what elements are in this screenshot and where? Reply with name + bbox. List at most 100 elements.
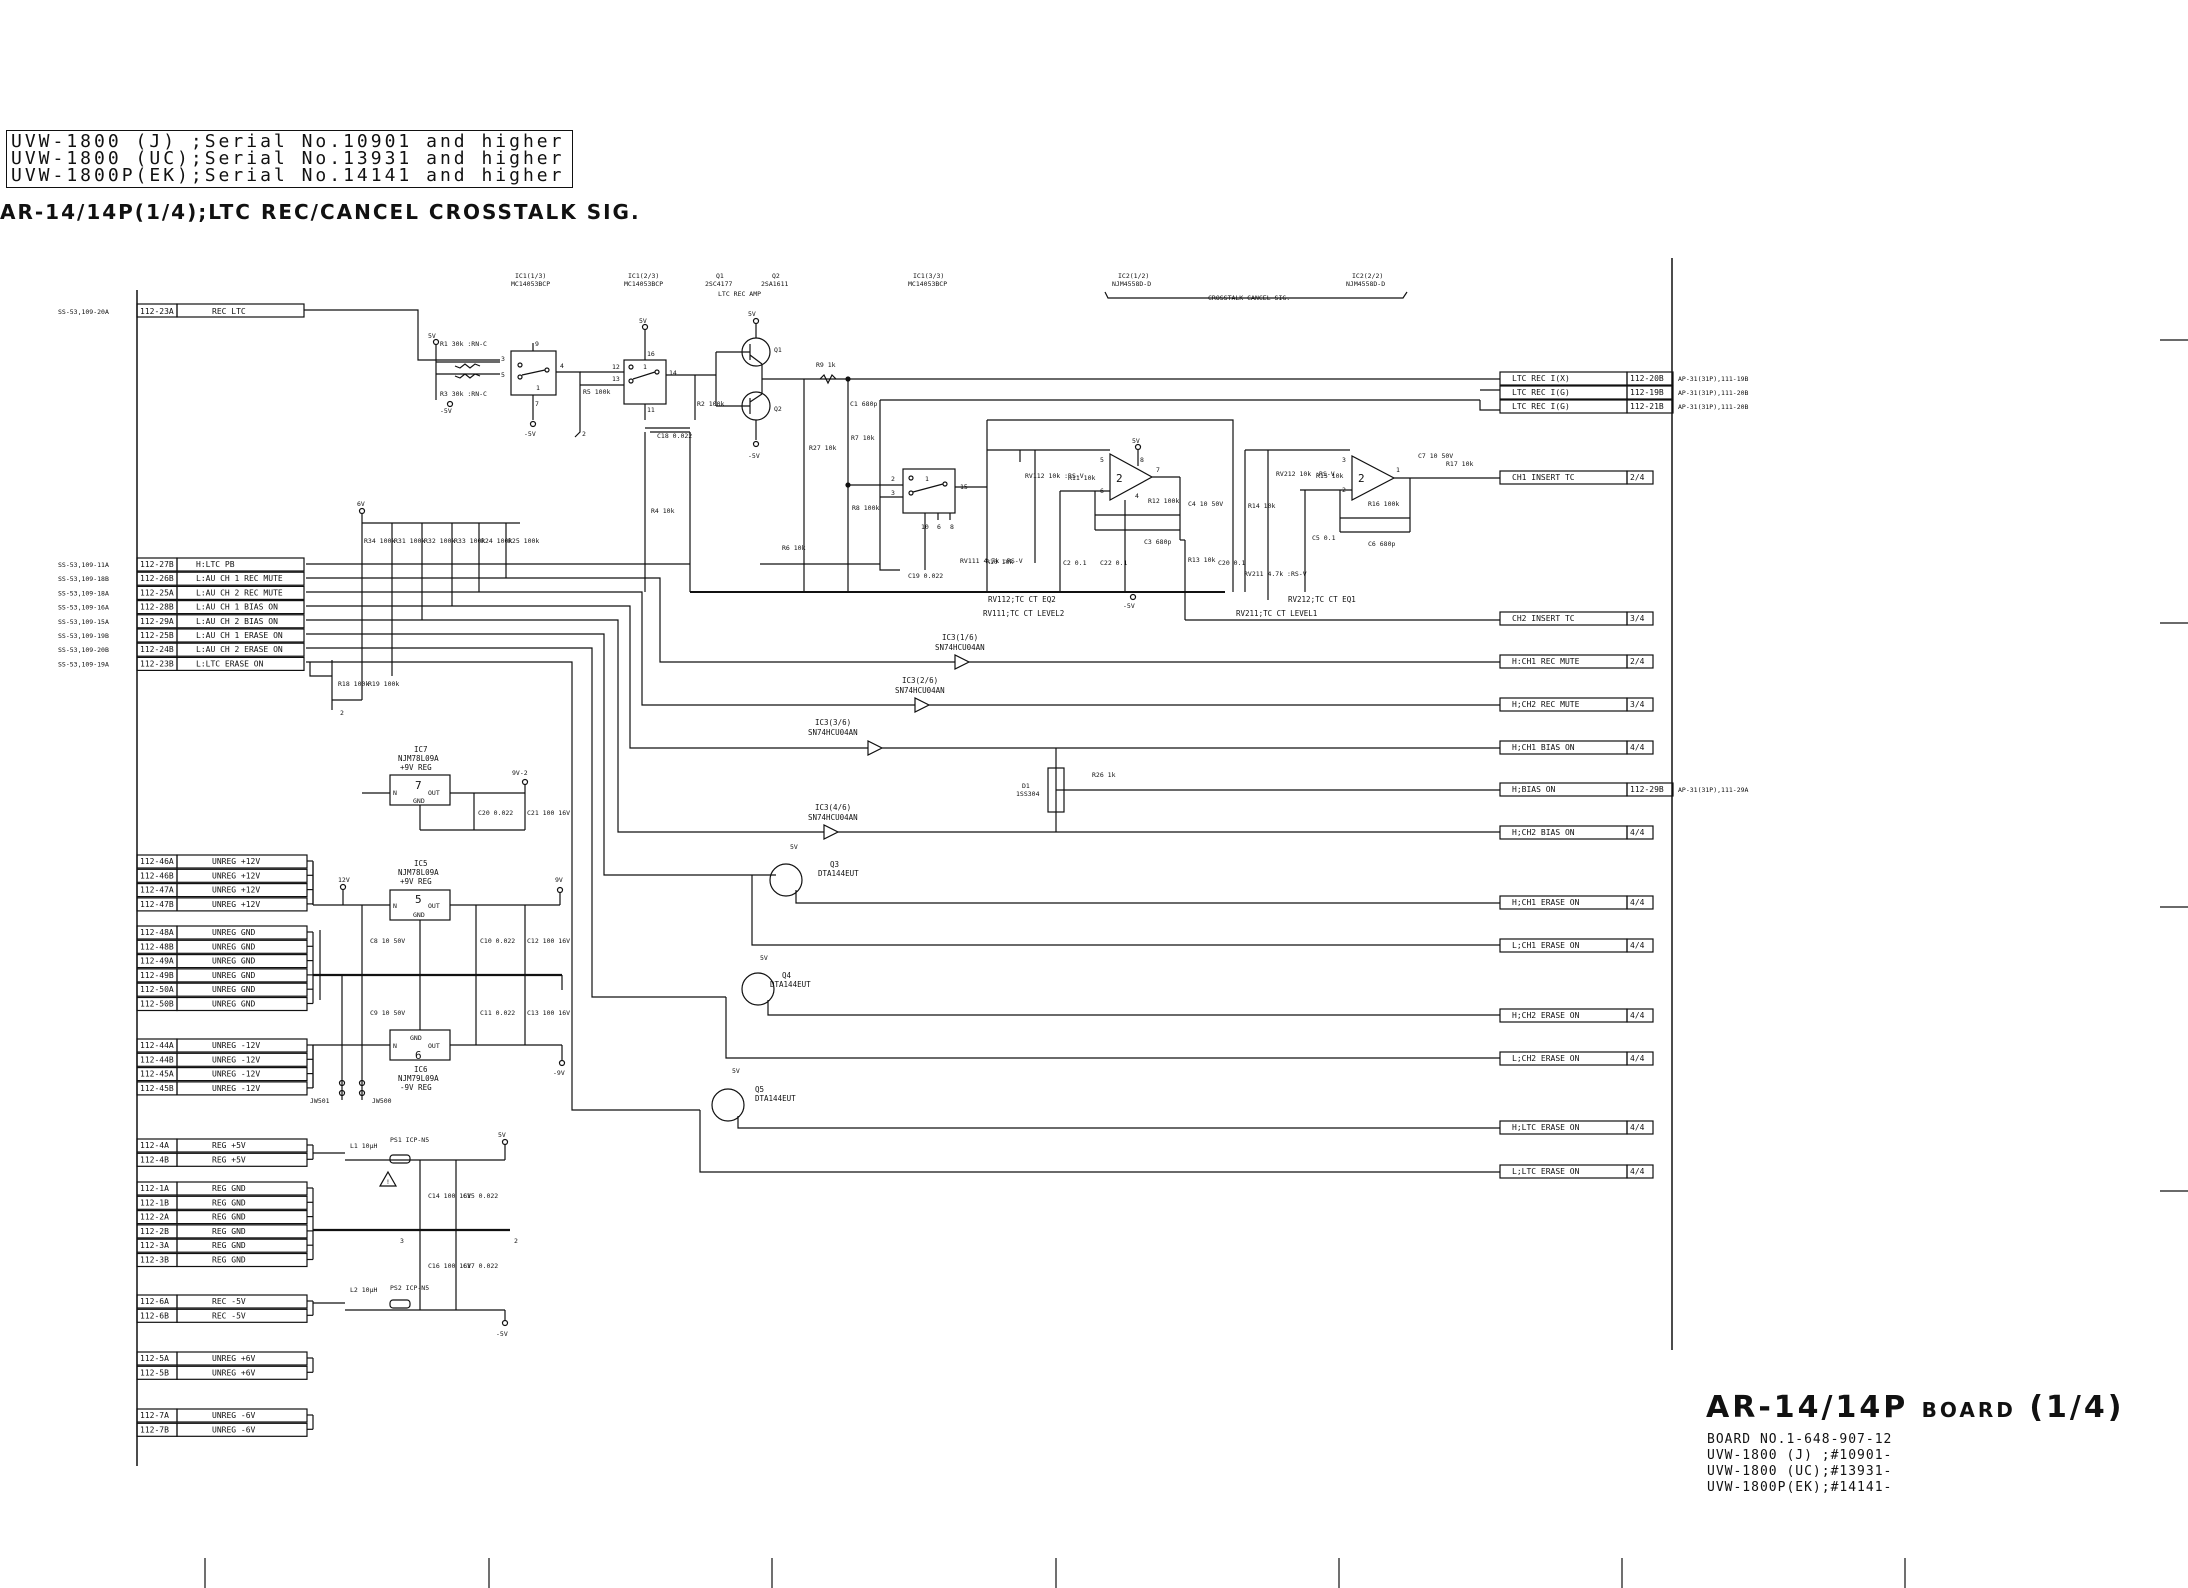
c2-label: C2 0.1 <box>1063 559 1087 567</box>
ic1-2-switch: 5V 16 12 13 14 11 1 R5 100k R2 100k C18 … <box>580 317 724 592</box>
ic3-1-ref: IC3(1/6) <box>942 633 978 642</box>
svg-text:14: 14 <box>669 369 677 377</box>
svg-text:3: 3 <box>891 489 895 497</box>
board-line: BOARD NO.1-648-907-12 <box>1707 1432 1893 1447</box>
ic1-1-part: MC14053BCP <box>511 280 550 288</box>
r4-label: R4 10k <box>651 507 675 515</box>
pin-label: 112-23B <box>140 659 174 668</box>
r26-label: R26 1k <box>1092 771 1116 779</box>
r18-label: R18 100k <box>338 680 369 688</box>
output-signal: H;CH1 BIAS ON <box>1512 743 1575 752</box>
ic6-part: NJM79L09A <box>398 1074 439 1083</box>
svg-text:3: 3 <box>501 355 505 363</box>
c7-label: C7 10 50V <box>1418 452 1453 460</box>
svg-text:3: 3 <box>1342 456 1346 464</box>
rail-5v-ic1-2: 5V <box>639 317 647 325</box>
r13-label: R13 10k <box>1188 556 1215 564</box>
power-pin: 112-45B <box>140 1084 174 1093</box>
power-signal: UNREG +12V <box>212 900 260 909</box>
serial-line: UVW-1800P(EK);Serial No.14141 and higher <box>11 165 565 186</box>
power-pin: 112-7A <box>140 1411 169 1420</box>
power-signal: UNREG GND <box>212 957 256 966</box>
signal-label: L:AU CH 1 ERASE ON <box>196 631 283 640</box>
d1-ref: D1 <box>1022 782 1030 790</box>
output-pin: 2/4 <box>1630 657 1645 666</box>
output-pin: 3/4 <box>1630 614 1645 623</box>
rail-5v-q3: 5V <box>790 843 798 851</box>
svg-text:6: 6 <box>415 1049 422 1062</box>
q2-tag: Q2 <box>774 405 782 413</box>
r8-label: R8 100k <box>852 504 879 512</box>
c11-label: C11 0.022 <box>480 1009 515 1017</box>
output-signal: H;CH2 BIAS ON <box>1512 828 1575 837</box>
output-dest: AP-31(31P),111-19B <box>1678 375 1749 383</box>
ic3-2-ref: IC3(2/6) <box>902 676 938 685</box>
ic7-part: NJM78L09A <box>398 754 439 763</box>
ic1-3-switch: 2 3 1 15 10 6 8 C19 0.022 R6 10k <box>760 468 987 580</box>
ic1-2-ref: IC1(2/3) <box>628 272 659 280</box>
r25-label: R25 100k <box>508 537 539 545</box>
gnd-3: 3 <box>400 1237 404 1245</box>
q2-part: 2SA1611 <box>761 280 788 288</box>
connector-ref: SS-53,109-20A <box>58 308 109 316</box>
connector-ref: SS-53,109-11A <box>58 561 109 569</box>
ic1-3-part: MC14053BCP <box>908 280 947 288</box>
svg-text:GND: GND <box>413 797 425 805</box>
svg-text:1: 1 <box>643 363 647 371</box>
rail-5v-ic2: 5V <box>1132 437 1140 445</box>
power-signal: UNREG GND <box>212 971 256 980</box>
svg-text:8: 8 <box>1140 456 1144 464</box>
c4-label: C4 10 50V <box>1188 500 1223 508</box>
power-pin: 112-44B <box>140 1055 174 1064</box>
board-line: UVW-1800 (J) ;#10901- <box>1707 1448 1893 1463</box>
rail-m9v: -9V <box>553 1069 565 1077</box>
svg-text:GND: GND <box>413 911 425 919</box>
ps2-label: PS2 ICP-N5 <box>390 1284 429 1292</box>
power-pin: 112-5A <box>140 1354 169 1363</box>
reg-5v-section: L1 10µH 5V PS1 ICP-N5 ! C14 100 16V C15 … <box>313 1131 518 1338</box>
q5-ref: Q5 <box>755 1085 764 1094</box>
power-signal: UNREG -12V <box>212 1055 260 1064</box>
crosstalk-label: CROSSTALK CANCEL SIG. <box>1208 294 1290 302</box>
power-signal: UNREG -12V <box>212 1041 260 1050</box>
r11-label: R11 10k <box>1068 474 1095 482</box>
power-signal: REG +5V <box>212 1141 246 1150</box>
r31-label: R31 100k <box>394 537 425 545</box>
power-signal: REG GND <box>212 1227 246 1236</box>
regulators: IC7 NJM78L09A +9V REG N OUT GND 7 9V-2 C… <box>310 745 570 1105</box>
c19-label: C19 0.022 <box>908 572 943 580</box>
ic6-desc: -9V REG <box>400 1083 432 1092</box>
ic1-1-switch: 5V R1 30k :RN-C R3 30k :RN-C -5V 3 5 9 7… <box>428 332 586 438</box>
svg-text:OUT: OUT <box>428 1042 440 1050</box>
power-pin: 112-3B <box>140 1256 169 1265</box>
c9-label: C9 10 50V <box>370 1009 405 1017</box>
gnd-2-left: 2 <box>340 709 344 717</box>
r17-label: R17 10k <box>1446 460 1473 468</box>
c6-label: C6 680p <box>1368 540 1395 548</box>
schematic-subtitle: AR-14/14P(1/4);LTC REC/CANCEL CROSSTALK … <box>0 200 641 224</box>
signal-label: L:AU CH 2 REC MUTE <box>196 588 283 597</box>
svg-text:1: 1 <box>925 475 929 483</box>
ic5-part: NJM78L09A <box>398 868 439 877</box>
c20-label: C20 0.022 <box>478 809 513 817</box>
d1-part: 1SS304 <box>1016 790 1040 798</box>
q1-q2-amp: 5V -5V Q1 Q2 R9 1k C1 680p R7 10k R27 10… <box>695 310 1480 592</box>
c10-label: C10 0.022 <box>480 937 515 945</box>
rail-5v-q: 5V <box>748 310 756 318</box>
power-pin: 112-50A <box>140 985 174 994</box>
r1-label: R1 30k :RN-C <box>440 340 487 348</box>
ic2-2-opamp: RV212 10k :RS-V R14 10k 2 3 2 1 R15 10k … <box>1236 449 1500 618</box>
